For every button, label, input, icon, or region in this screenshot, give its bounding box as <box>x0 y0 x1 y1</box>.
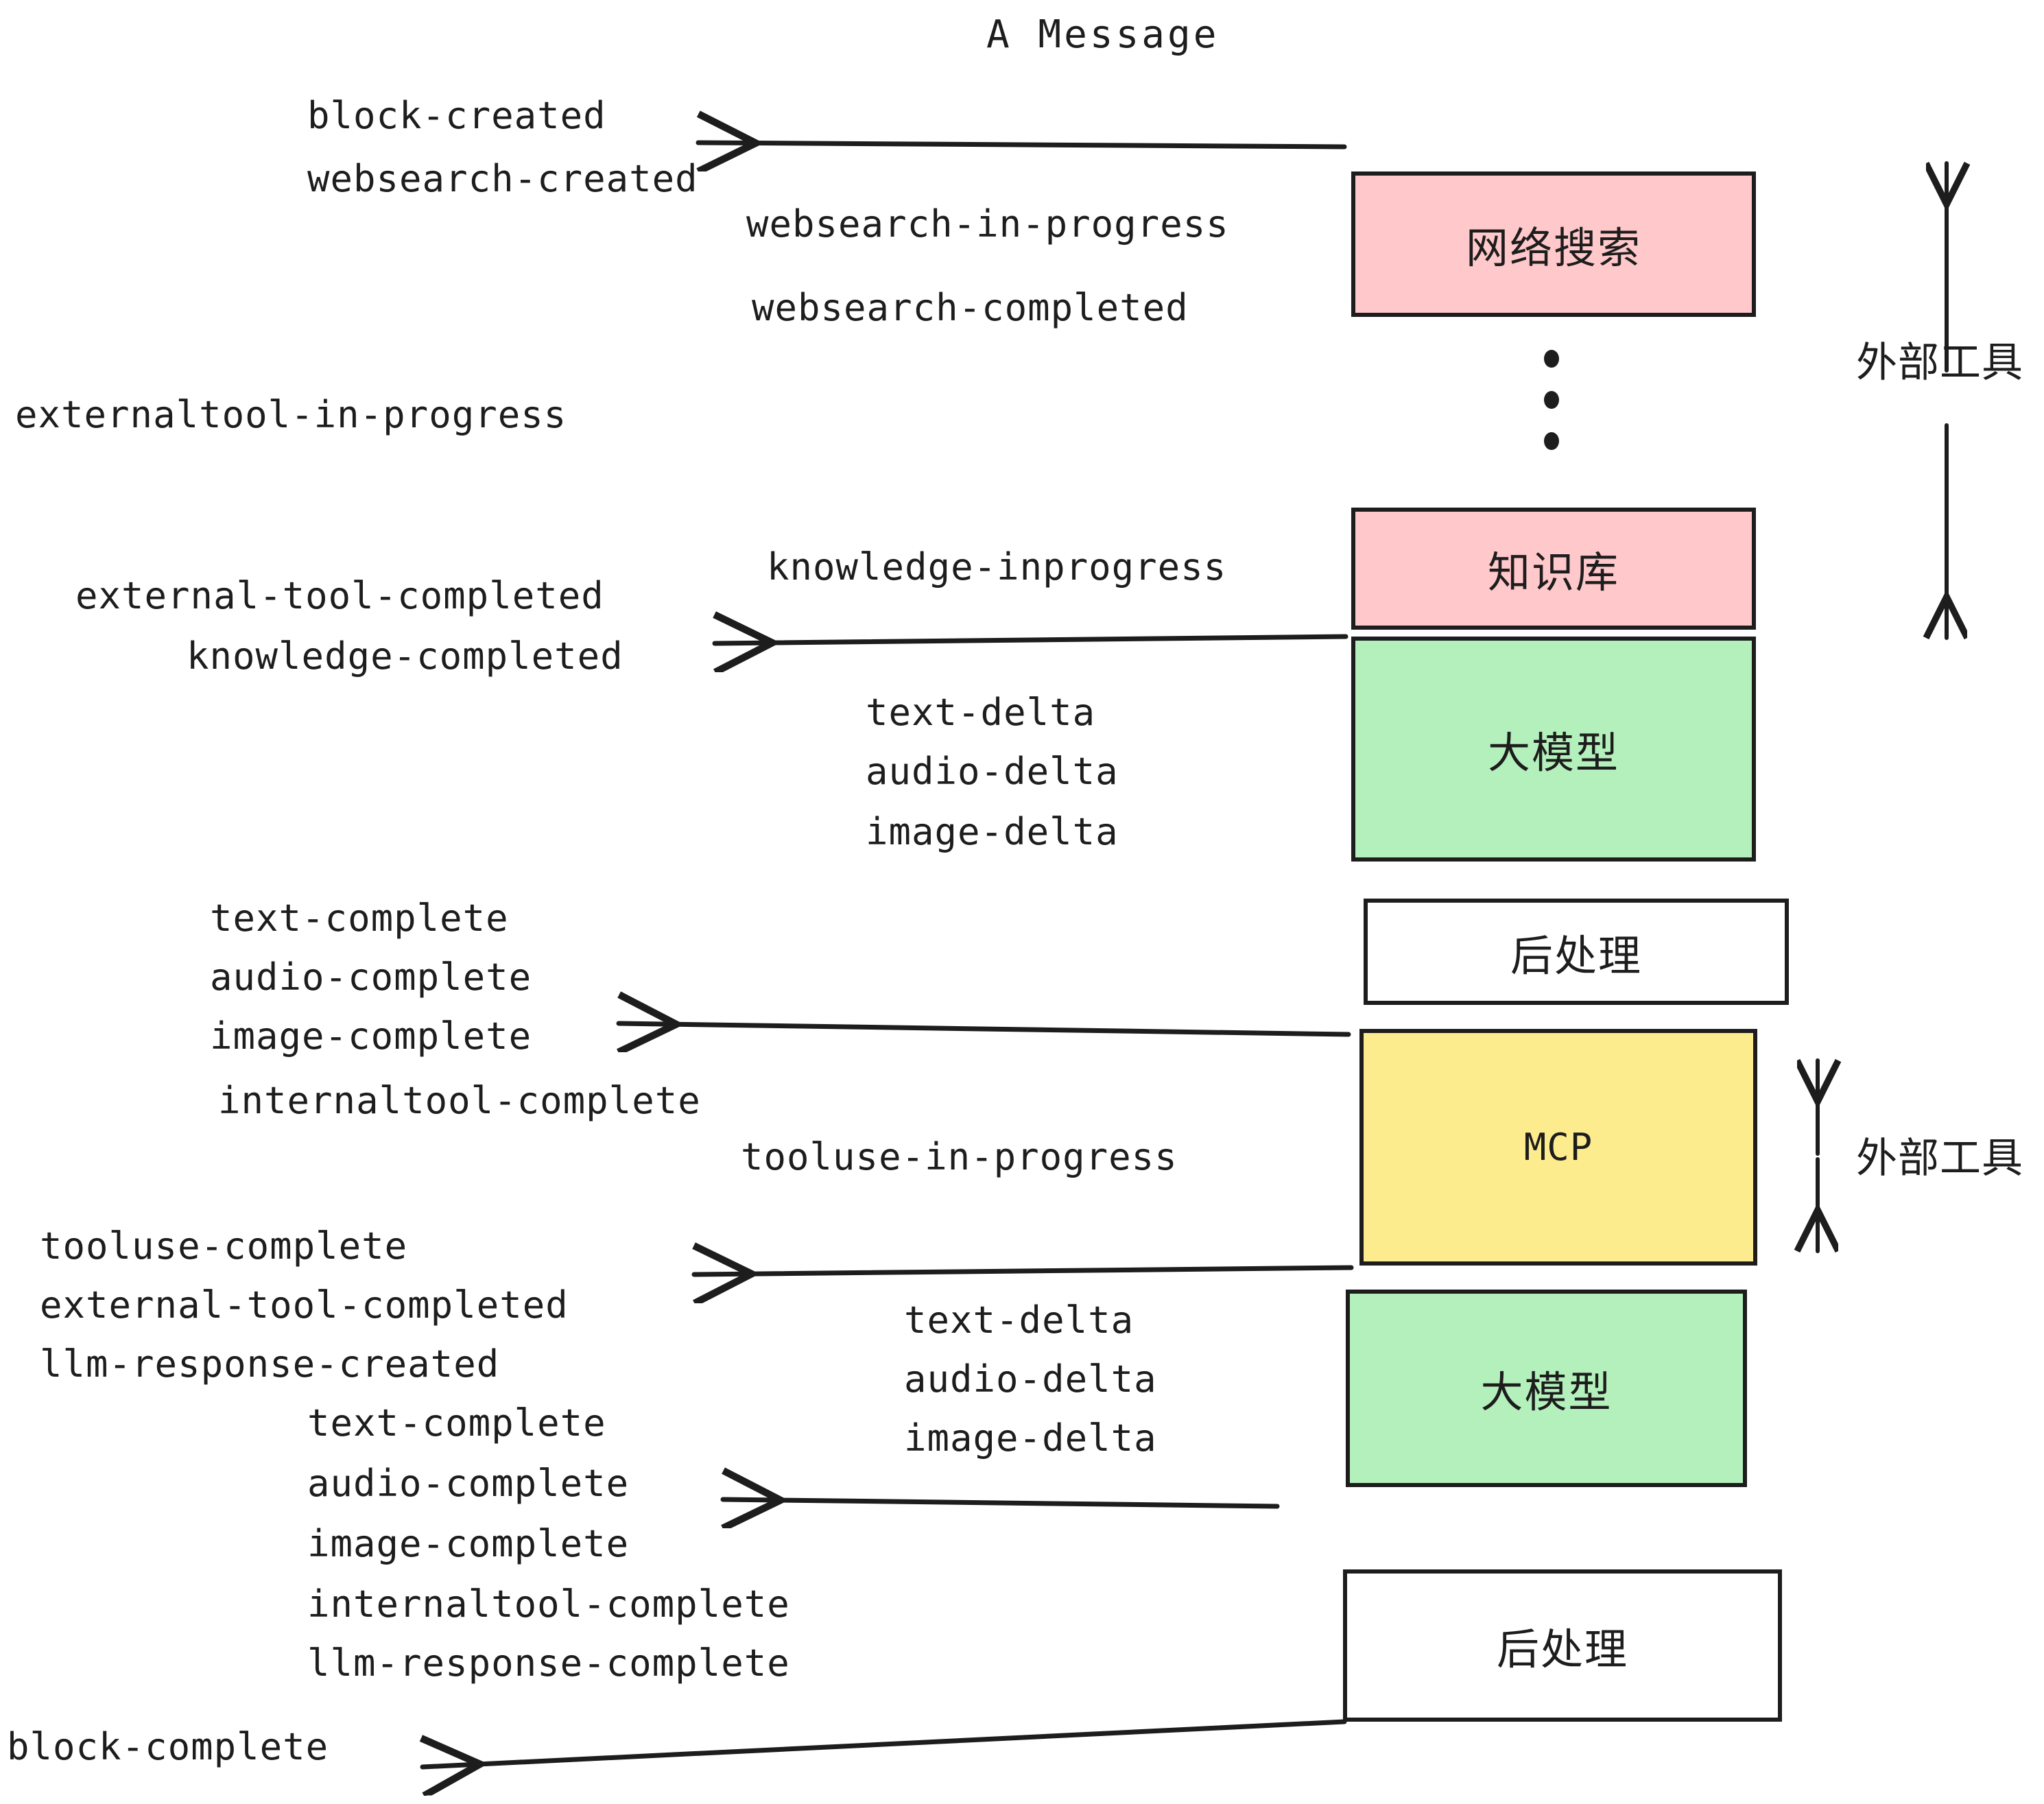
node-box-knowledge[interactable]: 知识库 <box>1351 508 1756 630</box>
event-label: websearch-completed <box>752 286 1189 329</box>
event-label: websearch-created <box>307 157 698 200</box>
flow-arrow-knowledge-to-left <box>712 637 1348 643</box>
event-label: audio-complete <box>210 956 532 999</box>
flow-arrow-websearch-to-block <box>696 143 1347 147</box>
node-label-llm-2: 大模型 <box>1480 1367 1613 1417</box>
event-label: image-delta <box>866 810 1119 853</box>
node-box-llm-2[interactable]: 大模型 <box>1346 1290 1747 1487</box>
flow-arrow-mcp-to-tooluse <box>691 1268 1354 1274</box>
event-label: audio-complete <box>307 1462 630 1505</box>
event-label: block-complete <box>7 1725 329 1768</box>
event-label: external-tool-completed <box>40 1283 569 1327</box>
flow-arrow-post2-to-block <box>423 1719 1347 1767</box>
flow-arrow-mcp-to-image <box>616 1023 1351 1034</box>
node-box-websearch[interactable]: 网络搜索 <box>1351 171 1756 317</box>
node-label-post-2: 后处理 <box>1496 1624 1628 1674</box>
page-title: A Message <box>986 12 1220 57</box>
node-box-post-1[interactable]: 后处理 <box>1364 899 1789 1005</box>
event-label: knowledge-inprogress <box>767 545 1227 589</box>
event-label: websearch-in-progress <box>746 202 1229 246</box>
event-label: internaltool-complete <box>218 1079 701 1122</box>
event-label: image-delta <box>904 1416 1157 1460</box>
event-label: text-delta <box>904 1298 1134 1342</box>
ellipsis-dot-icon <box>1544 432 1559 450</box>
node-box-llm-1[interactable]: 大模型 <box>1351 637 1756 862</box>
node-label-llm-1: 大模型 <box>1487 728 1619 778</box>
group-label-external-tools: 外部工具 <box>1856 339 2023 387</box>
event-label: external-tool-completed <box>75 574 604 617</box>
ellipsis-dot-icon <box>1544 391 1559 409</box>
ellipsis-dot-icon <box>1544 350 1559 368</box>
node-label-knowledge: 知识库 <box>1487 547 1619 597</box>
event-label: tooluse-complete <box>40 1224 408 1268</box>
event-label: audio-delta <box>866 750 1119 793</box>
event-label: text-delta <box>866 691 1096 734</box>
flow-arrow-llm2-to-audio <box>720 1499 1280 1506</box>
event-label: internaltool-complete <box>307 1582 790 1626</box>
event-label: tooluse-in-progress <box>741 1135 1178 1178</box>
event-label: block-created <box>307 94 606 137</box>
node-label-post-1: 后处理 <box>1510 930 1642 981</box>
node-box-mcp[interactable]: MCP <box>1359 1029 1757 1266</box>
event-label: text-complete <box>307 1401 606 1445</box>
event-label: text-complete <box>210 897 509 940</box>
node-label-websearch: 网络搜索 <box>1465 223 1641 273</box>
node-label-mcp: MCP <box>1523 1126 1593 1169</box>
event-label: image-complete <box>307 1522 630 1565</box>
event-label: knowledge-completed <box>187 634 623 678</box>
event-label: llm-response-created <box>40 1342 500 1386</box>
event-label: externaltool-in-progress <box>15 393 567 436</box>
node-box-post-2[interactable]: 后处理 <box>1343 1569 1782 1722</box>
event-label: image-complete <box>210 1014 532 1058</box>
event-label: audio-delta <box>904 1357 1157 1401</box>
event-label: llm-response-complete <box>307 1641 790 1685</box>
group-label-external-tools: 外部工具 <box>1856 1135 2023 1183</box>
